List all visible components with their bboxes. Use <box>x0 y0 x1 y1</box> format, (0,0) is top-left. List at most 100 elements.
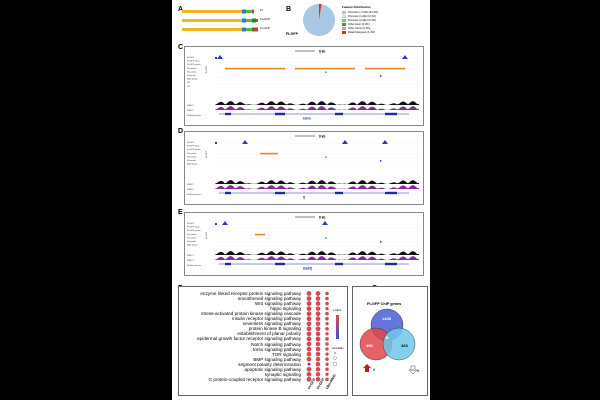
track-label: Mad peaks <box>187 245 199 247</box>
go-term-label: apoptotic signaling pathway <box>244 366 301 372</box>
go-dot <box>306 336 312 342</box>
coverage-track <box>215 256 419 260</box>
panel-e-letter: E <box>178 209 183 216</box>
gene-name: kibra <box>303 117 311 121</box>
bottom-track-label: RefSeq Genes <box>187 115 202 117</box>
go-dot <box>306 366 312 372</box>
track-label: Ft-GFP peaks <box>187 229 201 232</box>
track-label: Sd peaks <box>187 75 197 77</box>
go-dot <box>325 291 329 296</box>
side-track-label: Ft-GFP <box>205 150 208 158</box>
bottom-track-label: RefSeq Genes <box>187 265 202 267</box>
go-dot <box>306 372 312 377</box>
gene-exon <box>385 112 397 116</box>
panel-b-letter: B <box>286 6 292 13</box>
legend-label: Promoter (<=1kb) (97.3%) <box>348 10 379 14</box>
coverage-track <box>215 180 419 184</box>
signal-peak <box>222 221 228 225</box>
go-dot <box>325 301 329 306</box>
size-legend <box>332 351 338 367</box>
track-label: Ft-GFP peaks <box>187 148 201 151</box>
legend-swatch <box>342 27 346 30</box>
bottom-track-label: H3K27 <box>187 260 194 262</box>
chip-signal <box>215 140 388 144</box>
feature-legend-item: Promoter (2-3kb) (0.1%) <box>342 19 378 23</box>
track-label: Yki peaks <box>187 156 197 158</box>
legend-label: Promoter (2-3kb) (0.1%) <box>348 18 376 22</box>
venn-count-top: 1408 <box>382 316 391 321</box>
gene-exon <box>385 262 397 266</box>
go-term-label: enzyme linked receptor protein signaling… <box>200 291 301 296</box>
go-dot <box>315 372 321 377</box>
go-dot <box>306 311 312 317</box>
go-dotplot: enzyme linked receptor protein signaling… <box>178 286 348 396</box>
venn-arrow-label-right: ft <box>417 369 419 373</box>
go-dot <box>306 356 312 362</box>
go-dot <box>307 362 311 366</box>
legend-swatch <box>342 19 346 22</box>
go-dot <box>306 341 312 347</box>
feature-legend-item: Other Intron (0.4%) <box>342 27 378 31</box>
bottom-track-label: H3K27 <box>187 105 194 107</box>
go-dot <box>315 356 321 362</box>
track-label: Ft-GFP input <box>187 60 200 63</box>
padjust-colorbar <box>336 315 339 339</box>
legend-label: Other Intron (0.4%) <box>348 26 371 30</box>
go-dot <box>315 296 321 301</box>
go-dot <box>315 362 321 367</box>
coverage-track <box>215 185 419 189</box>
gene-name: fj <box>303 196 305 200</box>
go-term-label: TOR signaling <box>271 351 301 357</box>
go-dot <box>325 377 329 382</box>
feature-legend: Feature Distribution Promoter (<=1kb) (9… <box>342 5 378 35</box>
go-dot <box>315 311 321 317</box>
peak-block <box>225 67 285 70</box>
go-dot <box>315 351 321 357</box>
bottom-track-label: H3K27 <box>187 184 194 186</box>
go-dot <box>315 367 321 372</box>
go-term-label: BMP signaling pathway <box>253 356 301 362</box>
signal-peak <box>322 221 328 225</box>
legend-swatch <box>342 23 346 26</box>
peak-tick <box>380 160 382 162</box>
gene-exon <box>225 262 231 266</box>
go-dot <box>325 372 329 376</box>
venn-count-center: 36 <box>385 336 389 340</box>
feature-pie-chart <box>303 4 335 36</box>
go-dot <box>315 346 321 352</box>
pie-sample-label: Ft-GFP <box>286 32 298 36</box>
legend-label: Distal Intergenic (1.4%) <box>348 30 375 34</box>
track-label: Mad peaks <box>187 79 199 81</box>
go-term-label: hippo signaling <box>270 306 301 312</box>
go-term-label: torso signaling pathway <box>252 346 301 352</box>
go-dot <box>315 326 321 332</box>
go-dot <box>306 301 312 306</box>
bottom-track-label: H3K27 <box>187 110 194 112</box>
peak-block <box>255 233 265 236</box>
go-term-label: segment polarity determination <box>238 361 301 367</box>
peak-tick <box>325 156 327 158</box>
go-dot <box>315 341 321 347</box>
bottom-track-label: H3K27 <box>187 189 194 191</box>
venn-title: Ft-GFP ChIP genes <box>367 302 402 306</box>
colorbar-title: p.adjust <box>333 309 342 312</box>
peak-tick <box>380 241 382 243</box>
go-dot <box>315 321 321 326</box>
panel-d-letter: D <box>178 128 184 135</box>
go-dot <box>325 311 329 316</box>
go-dot <box>306 316 312 322</box>
bottom-track-label: RefSeq Genes <box>187 194 202 196</box>
feature-legend-item: Promoter (<=1kb) (97.3%) <box>342 11 378 15</box>
gene-exon <box>275 262 285 266</box>
gene-exon <box>335 262 343 266</box>
panel-c-letter: C <box>178 44 184 51</box>
go-term-list: enzyme linked receptor protein signaling… <box>179 291 301 386</box>
go-dot <box>306 346 312 352</box>
go-dot <box>325 296 329 301</box>
signal-peak <box>382 140 388 144</box>
go-term-label: epidermal growth factor receptor signali… <box>197 336 301 342</box>
go-dot <box>325 327 329 331</box>
scale-label: 8 kb <box>319 50 325 54</box>
